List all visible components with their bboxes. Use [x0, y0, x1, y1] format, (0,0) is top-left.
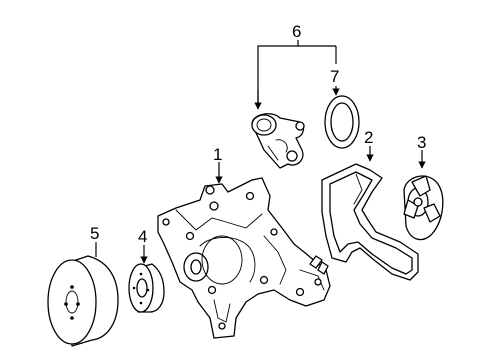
callout-labels: 1 2 3 4 5 6 7	[90, 22, 426, 246]
callout-2: 2	[364, 128, 373, 147]
callout-4: 4	[138, 227, 147, 246]
thermostat-housing-icon	[251, 113, 305, 169]
impeller-icon	[403, 175, 444, 241]
pulley-icon	[47, 255, 119, 347]
seal-ring-icon	[324, 95, 360, 149]
leader-6-bracket	[257, 45, 336, 108]
gasket-icon	[321, 163, 419, 281]
callout-6: 6	[292, 22, 301, 41]
callout-3: 3	[417, 133, 426, 152]
leader-lines	[95, 40, 426, 264]
callout-5: 5	[90, 224, 99, 243]
hub-flange-icon	[128, 263, 165, 313]
callout-7: 7	[330, 67, 339, 86]
callout-1: 1	[213, 145, 222, 164]
water-pump-housing-icon	[157, 177, 331, 339]
